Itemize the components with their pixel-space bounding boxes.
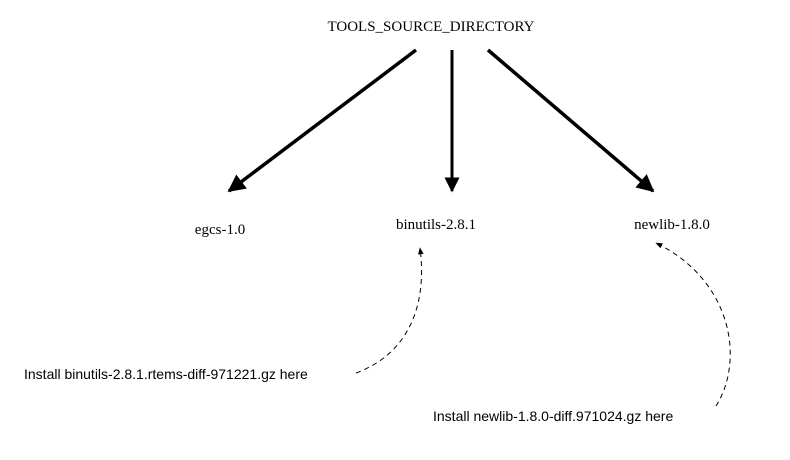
child-label-newlib: newlib-1.8.0	[634, 217, 710, 233]
patch-arrow-newlib	[655, 242, 731, 407]
patch-arrow-binutils	[355, 247, 424, 374]
patch-label-binutils: Install binutils-2.8.1.rtems-diff-971221…	[24, 366, 308, 382]
patch-label-newlib: Install newlib-1.8.0-diff.971024.gz here	[433, 408, 673, 424]
child-label-binutils: binutils-2.8.1	[396, 217, 476, 233]
child-label-egcs: egcs-1.0	[195, 222, 245, 238]
root-directory-label: TOOLS_SOURCE_DIRECTORY	[328, 19, 535, 35]
arrow-root-to-newlib	[486, 48, 655, 193]
arrow-root-to-egcs	[227, 48, 418, 193]
